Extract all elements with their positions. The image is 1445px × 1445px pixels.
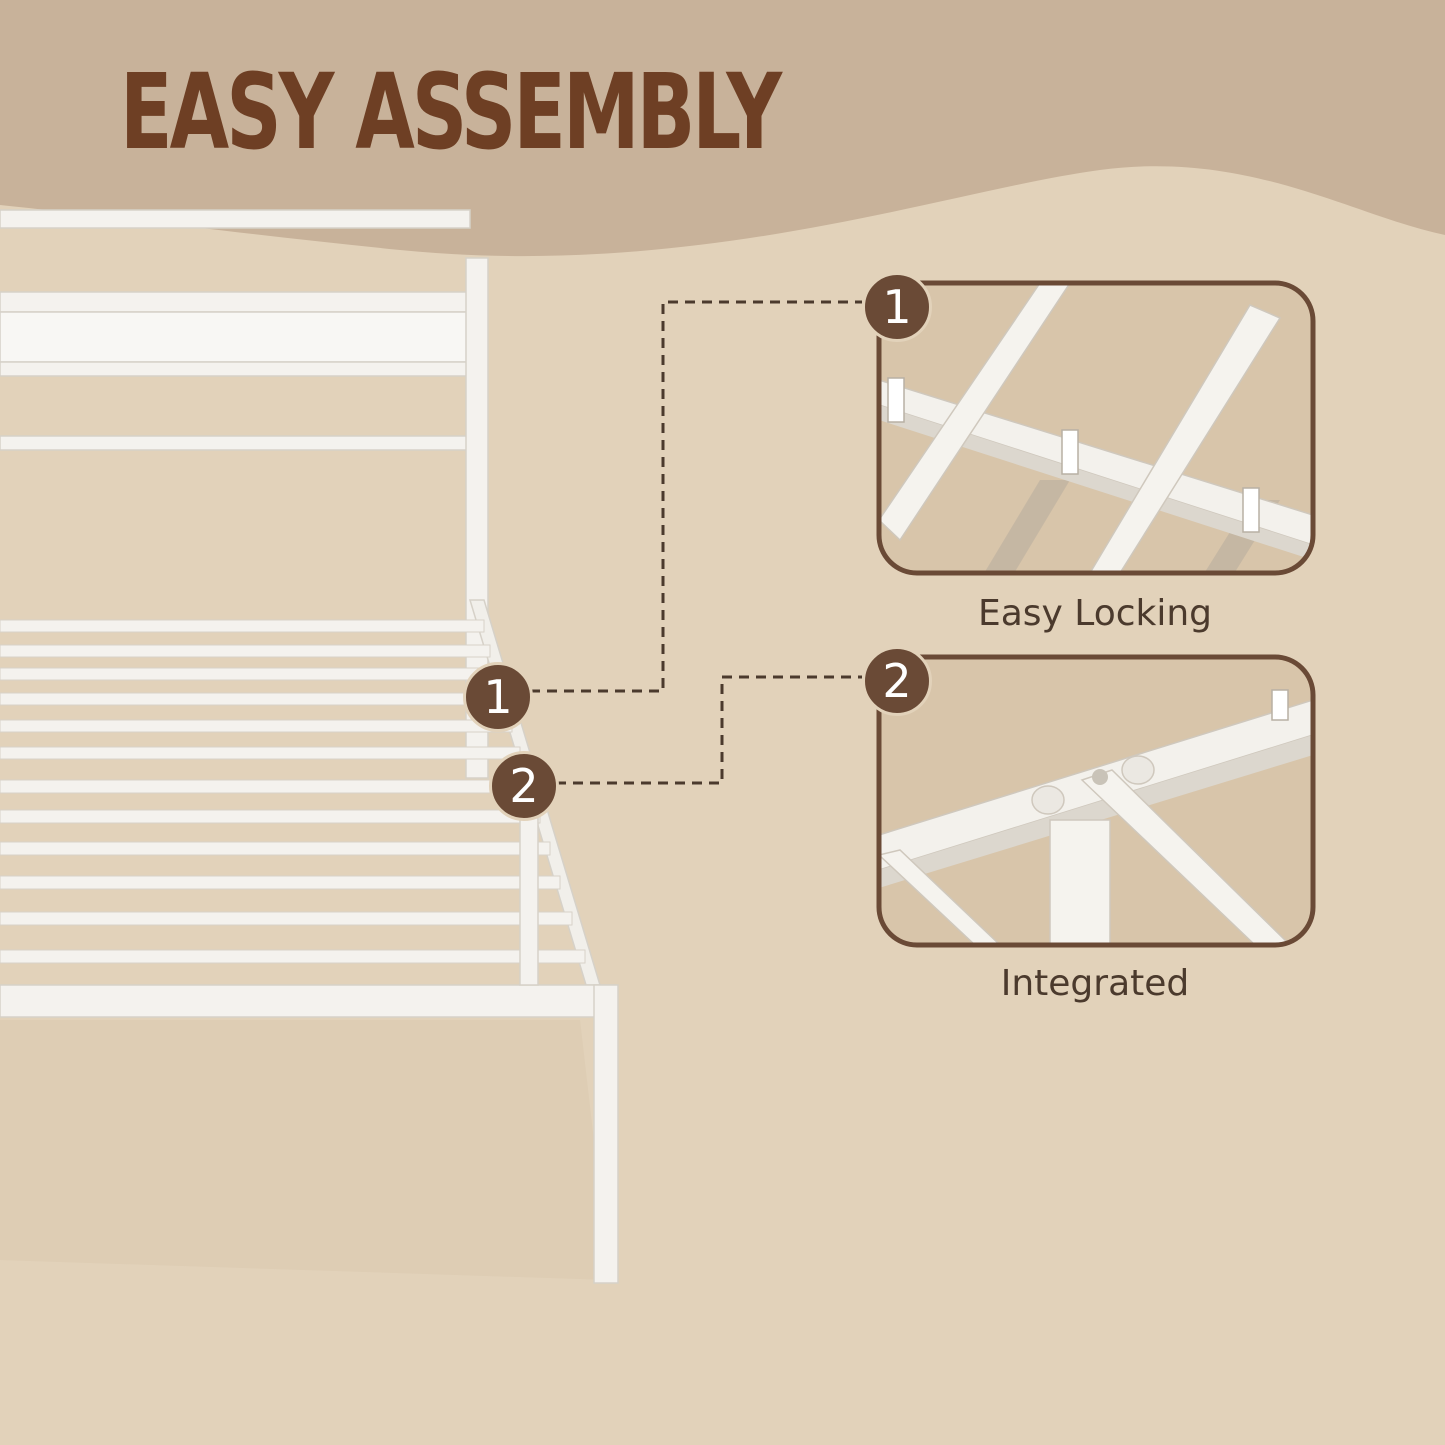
detail-image-easy-locking xyxy=(876,280,1316,576)
caption-easy-locking: Easy Locking xyxy=(977,593,1213,634)
bed-marker-badge-1: 1 xyxy=(463,662,533,732)
detail-frame-1-border xyxy=(876,280,1316,576)
callout-badge-2: 2 xyxy=(862,646,932,716)
detail-frame-2-border xyxy=(876,654,1316,948)
caption-integrated: Integrated xyxy=(1000,963,1190,1004)
bed-marker-badge-2: 2 xyxy=(489,751,559,821)
header-band xyxy=(0,0,1445,257)
upholstered-panel xyxy=(0,311,471,363)
page-title: EASY ASSEMBLY xyxy=(120,51,782,173)
end-rail xyxy=(0,984,617,1018)
callout-badge-1: 1 xyxy=(862,272,932,342)
corner-leg xyxy=(593,984,619,1284)
detail-image-integrated xyxy=(876,654,1316,948)
floor-shadow xyxy=(0,1020,610,1280)
leader-lines xyxy=(530,300,862,785)
